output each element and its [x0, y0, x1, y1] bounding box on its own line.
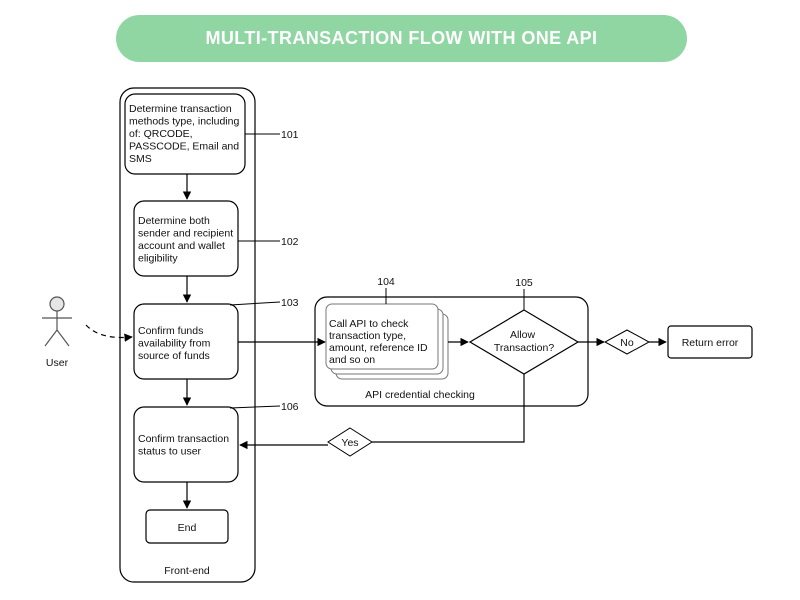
return-error-box	[667, 325, 753, 359]
step-106-text: Confirm transaction status to user	[138, 433, 232, 458]
frontend-container	[119, 87, 256, 583]
user-connector	[85, 324, 133, 342]
step-103-text: Confirm funds availability from source o…	[138, 325, 213, 362]
ref-line-103	[229, 301, 281, 306]
ref-102: 102	[281, 236, 299, 248]
end-box	[145, 509, 229, 544]
no-diamond	[603, 329, 651, 355]
no-label: No	[620, 337, 634, 349]
decision-105-text: Allow Transaction?	[494, 329, 554, 354]
ref-104: 104	[377, 276, 395, 288]
ref-105: 105	[515, 277, 533, 289]
step-102-text: Determine both sender and recipient acco…	[138, 215, 236, 265]
yes-diamond	[327, 427, 373, 457]
return-error-label: Return error	[682, 337, 739, 349]
api-group-label: API credential checking	[365, 389, 475, 401]
step-106-box	[133, 406, 239, 483]
frontend-label: Front-end	[164, 565, 210, 577]
step-104-box	[325, 303, 439, 370]
user-actor-icon	[42, 296, 72, 347]
ref-103: 103	[281, 297, 299, 309]
api-group-container	[314, 296, 589, 407]
arrow-105-yes-path	[372, 374, 525, 443]
step-102-box	[133, 200, 239, 277]
user-label: User	[46, 357, 69, 369]
ref-line-106	[229, 405, 281, 409]
step-101-text: Determine transaction methods type, incl…	[129, 103, 242, 165]
diagram-title: MULTI-TRANSACTION FLOW WITH ONE API	[116, 15, 687, 62]
yes-label: Yes	[341, 437, 358, 449]
ref-106: 106	[281, 401, 299, 413]
end-label: End	[178, 522, 197, 534]
ref-101: 101	[281, 129, 299, 141]
step-104-text: Call API to check transaction type, amou…	[329, 318, 431, 366]
